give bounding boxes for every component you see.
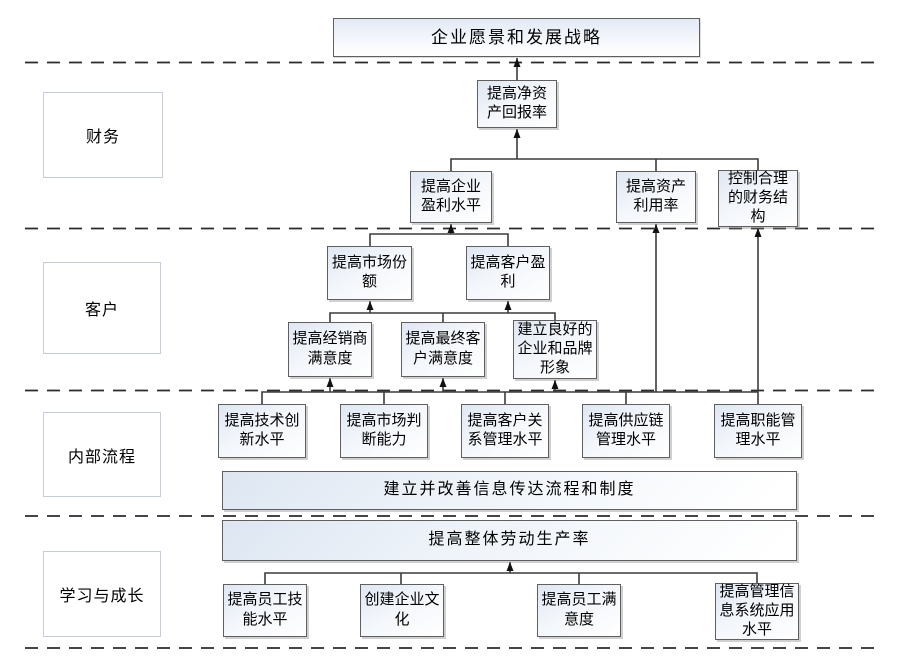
node-end-customer-satisfaction: 提高最终客户满意度 <box>401 322 485 377</box>
node-market-judgment: 提高市场判断能力 <box>340 404 428 458</box>
node-brand-image: 建立良好的企业和品牌形象 <box>513 320 597 379</box>
node-mis-level: 提高管理信息系统应用水平 <box>715 583 799 640</box>
node-dealer-satisfaction: 提高经销商满意度 <box>288 322 372 377</box>
node-labor-productivity: 提高整体劳动生产率 <box>222 520 797 561</box>
lane-label-customer: 客户 <box>43 262 161 354</box>
node-customer-profit: 提高客户盈利 <box>466 246 550 300</box>
bus-learning <box>264 572 758 584</box>
bus-internal <box>261 391 759 404</box>
node-employee-satisfaction: 提高员工满意度 <box>537 584 621 637</box>
lane-label-internal: 内部流程 <box>43 412 161 497</box>
lane-separators <box>25 61 880 649</box>
node-vision: 企业愿景和发展战略 <box>333 18 700 57</box>
node-market-share: 提高市场份额 <box>327 246 412 300</box>
lane-label-financial: 财务 <box>43 92 163 178</box>
bus-customer-upper <box>369 233 509 246</box>
node-supply-chain: 提高供应链管理水平 <box>582 404 670 458</box>
node-asset-util: 提高资产利用率 <box>616 171 696 223</box>
node-fin-structure: 控制合理的财务结构 <box>718 170 798 227</box>
node-crm: 提高客户关系管理水平 <box>461 404 549 458</box>
bus-finance <box>450 158 759 171</box>
node-info-process: 建立并改善信息传达流程和制度 <box>222 471 797 510</box>
bus-customer-lower <box>329 312 556 322</box>
node-roe: 提高净资产回报率 <box>477 80 557 128</box>
node-corporate-culture: 创建企业文化 <box>360 584 444 637</box>
node-tech-innovation: 提高技术创新水平 <box>218 404 306 458</box>
node-profit: 提高企业盈利水平 <box>410 171 492 223</box>
node-employee-skill: 提高员工技能水平 <box>223 584 307 637</box>
connectors <box>261 58 762 584</box>
lane-label-learning: 学习与成长 <box>43 551 161 637</box>
node-functional-mgmt: 提高职能管理水平 <box>714 404 802 458</box>
